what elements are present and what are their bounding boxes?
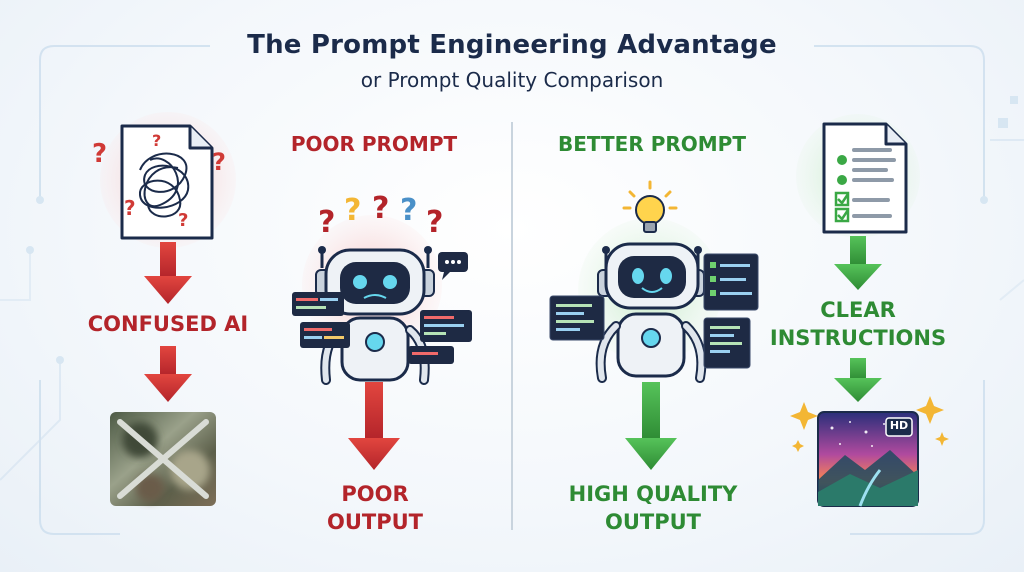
svg-text:?: ?: [400, 193, 417, 228]
hd-badge: HD: [889, 419, 909, 432]
svg-text:?: ?: [372, 191, 389, 226]
lightbulb-icon: [622, 180, 678, 233]
confused-robot-icon: ? ? ? ? ?: [292, 191, 472, 385]
messy-document-icon: ? ? ? ? ?: [92, 112, 236, 248]
arrow-down-icon: [625, 382, 677, 470]
clear-instructions-line2: INSTRUCTIONS: [769, 326, 947, 350]
circuit-lines: [0, 45, 1024, 535]
better-prompt-heading: BETTER PROMPT: [558, 132, 746, 156]
arrow-down-icon: [144, 242, 192, 304]
poor-output-line1: POOR: [341, 482, 409, 506]
high-quality-output-line1: HIGH QUALITY: [568, 482, 738, 506]
arrow-down-icon: [144, 346, 192, 402]
checklist-panel: [703, 253, 759, 311]
page-title: The Prompt Engineering Advantage: [247, 30, 777, 60]
poor-prompt-heading: POOR PROMPT: [290, 132, 458, 156]
arrow-down-icon: [348, 382, 400, 470]
hd-image-thumbnail: [817, 411, 919, 507]
clear-instructions-label: CLEAR INSTRUCTIONS: [768, 296, 948, 352]
svg-text:?: ?: [92, 139, 107, 169]
circuit-nodes: [26, 96, 1018, 364]
high-quality-output-line2: OUTPUT: [605, 510, 701, 534]
sparkle-icon: [790, 396, 949, 452]
checklist-document-icon: [796, 114, 920, 238]
code-panel: [420, 310, 472, 342]
svg-text:?: ?: [318, 205, 335, 240]
svg-text:?: ?: [152, 131, 161, 150]
clear-instructions-line1: CLEAR: [820, 298, 896, 322]
code-panel: [703, 317, 751, 369]
code-panel: [300, 322, 350, 348]
svg-text:?: ?: [124, 196, 136, 220]
arrow-down-icon: [834, 236, 882, 290]
code-panel: [549, 295, 605, 341]
poor-output-line2: OUTPUT: [327, 510, 423, 534]
svg-text:?: ?: [178, 210, 188, 231]
code-panel: [292, 292, 344, 316]
happy-robot-icon: [549, 180, 759, 383]
blurred-image-thumbnail: [110, 412, 216, 506]
confused-ai-label: CONFUSED AI: [87, 312, 249, 336]
high-quality-output-label: HIGH QUALITY OUTPUT: [555, 480, 751, 536]
page-subtitle: or Prompt Quality Comparison: [360, 68, 664, 92]
svg-text:?: ?: [344, 193, 361, 228]
code-panel: [408, 346, 454, 364]
poor-output-label: POOR OUTPUT: [300, 480, 450, 536]
svg-text:?: ?: [212, 148, 226, 176]
svg-text:?: ?: [426, 205, 443, 240]
arrow-down-icon: [834, 358, 882, 402]
